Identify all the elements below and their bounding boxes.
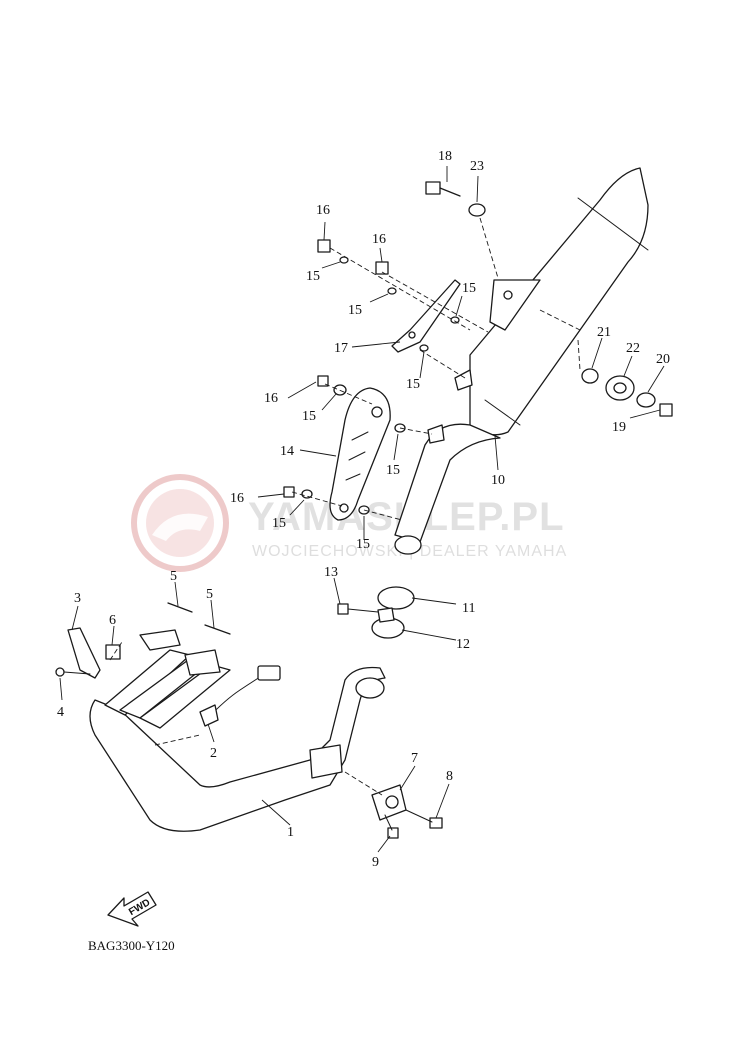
muffler-bracket (427, 279, 541, 444)
callout-15a: 15 (306, 269, 320, 284)
washer-part-23 (468, 203, 486, 217)
callout-21: 21 (597, 325, 611, 340)
callout-16a: 16 (316, 203, 330, 218)
callout-5a: 5 (170, 569, 177, 584)
callout-7: 7 (411, 751, 418, 766)
callout-5b: 5 (206, 587, 213, 602)
callout-16c: 16 (264, 391, 278, 406)
watermark-logo (131, 474, 229, 572)
assembly-lines (109, 217, 581, 796)
callout-17: 17 (334, 341, 348, 356)
screw-part-4 (55, 667, 91, 677)
callout-20: 20 (656, 352, 670, 367)
washer-part-15 (301, 256, 460, 515)
bracket-part-17 (391, 279, 461, 353)
diagram-code: BAG3300-Y120 (88, 938, 175, 953)
callout-15g: 15 (272, 516, 286, 531)
nut-part-19 (659, 403, 673, 417)
heat-protector-part-14 (329, 387, 391, 521)
leader-lines (59, 166, 665, 853)
muffler-part-10 (394, 167, 649, 555)
callout-22: 22 (626, 341, 640, 356)
o2-sensor-part-2 (199, 665, 281, 727)
bolt-part-18 (425, 181, 461, 197)
callout-23: 23 (470, 159, 484, 174)
bolt-part-9 (384, 814, 399, 839)
bolt-part-8 (405, 809, 443, 829)
callout-15c: 15 (462, 281, 476, 296)
fwd-arrow-icon: FWD (107, 891, 157, 927)
callout-1: 1 (287, 825, 294, 840)
callout-15e: 15 (302, 409, 316, 424)
exhaust-pipe-part-1 (89, 629, 386, 832)
callout-12: 12 (456, 637, 470, 652)
callout-15f: 15 (386, 463, 400, 478)
callout-6: 6 (109, 613, 116, 628)
bolt-part-13 (337, 603, 379, 615)
callout-8: 8 (446, 769, 453, 784)
callout-2: 2 (210, 746, 217, 761)
damper-part-22 (605, 375, 635, 401)
callout-14: 14 (280, 444, 294, 459)
bracket-part-7 (371, 784, 407, 821)
callouts: 1 2 3 4 5 5 6 7 8 9 10 11 12 13 14 15 15… (57, 149, 670, 870)
callout-11: 11 (462, 601, 475, 616)
protector-bracket-part-3 (67, 627, 101, 679)
callout-15b: 15 (348, 303, 362, 318)
callout-16d: 16 (230, 491, 244, 506)
callout-15h: 15 (356, 537, 370, 552)
callout-3: 3 (74, 591, 81, 606)
callout-9: 9 (372, 855, 379, 870)
bolt-part-16 (283, 239, 389, 498)
gasket-part-11 (377, 586, 415, 610)
callout-10: 10 (491, 473, 505, 488)
gasket-part-5 (167, 602, 231, 635)
clamp-part-12 (371, 607, 405, 639)
callout-16b: 16 (372, 232, 386, 247)
callout-18: 18 (438, 149, 452, 164)
callout-4: 4 (57, 705, 64, 720)
callout-19: 19 (612, 420, 626, 435)
nut-part-6 (105, 644, 121, 660)
collar-part-21 (581, 368, 599, 384)
callout-15d: 15 (406, 377, 420, 392)
washer-part-20 (636, 392, 656, 408)
callout-13: 13 (324, 565, 338, 580)
